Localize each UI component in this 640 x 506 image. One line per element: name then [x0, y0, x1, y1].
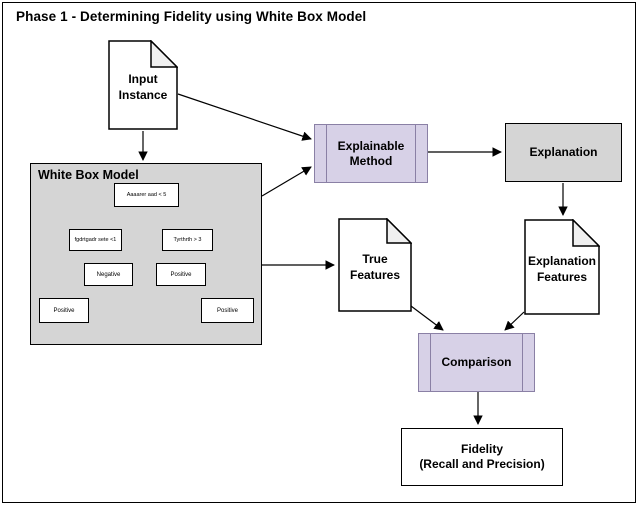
tree-leaf-positive-bottom-left: Positive — [39, 298, 89, 323]
input-instance-node: Input Instance — [108, 40, 178, 130]
tree-node-root: Aaaarer aad < 5 — [114, 183, 179, 207]
input-instance-label: Input Instance — [118, 72, 168, 102]
document-shape — [338, 218, 412, 312]
fidelity-label: Fidelity (Recall and Precision) — [419, 442, 545, 471]
explanation-label: Explanation — [529, 145, 598, 159]
explanation-node: Explanation — [505, 123, 622, 182]
process-bar-right — [415, 125, 427, 182]
arrow-whitebox-to-explainable-method — [261, 166, 312, 197]
process-bar-left — [315, 125, 327, 182]
arrow-explanation-features-to-comparison — [504, 311, 525, 331]
tree-leaf-positive-mid: Positive — [156, 263, 206, 286]
process-bar-right — [522, 334, 534, 391]
true-features-node: True Features — [338, 218, 412, 312]
explainable-method-label: Explainable Method — [337, 138, 405, 168]
comparison-label: Comparison — [441, 355, 512, 369]
document-shape — [524, 219, 600, 315]
process-bar-left — [419, 334, 431, 391]
folded-corner-icon — [386, 218, 412, 244]
arrow-true-features-to-comparison — [410, 305, 444, 331]
white-box-model-label: White Box Model — [38, 168, 139, 182]
folded-corner-icon — [572, 219, 600, 247]
tree-node-right: Tyrthrth > 3 — [162, 229, 213, 251]
comparison-node: Comparison — [418, 333, 535, 392]
explanation-features-label: Explanation Features — [527, 254, 596, 284]
explanation-features-node: Explanation Features — [524, 219, 600, 315]
document-shape — [108, 40, 178, 130]
explainable-method-node: Explainable Method — [314, 124, 428, 183]
folded-corner-icon — [150, 40, 178, 68]
arrow-input-to-explainable-method — [177, 93, 312, 141]
tree-leaf-negative: Negative — [84, 263, 133, 286]
fidelity-node: Fidelity (Recall and Precision) — [401, 428, 563, 486]
white-box-model-container: White Box Model Aaaarer aad < 5 fgdrtgad… — [30, 163, 262, 345]
tree-node-left: fgdrtgadr sete <1 — [69, 229, 122, 251]
tree-leaf-positive-bottom-right: Positive — [201, 298, 254, 323]
diagram-title: Phase 1 - Determining Fidelity using Whi… — [16, 9, 367, 24]
true-features-label: True Features — [349, 252, 401, 282]
